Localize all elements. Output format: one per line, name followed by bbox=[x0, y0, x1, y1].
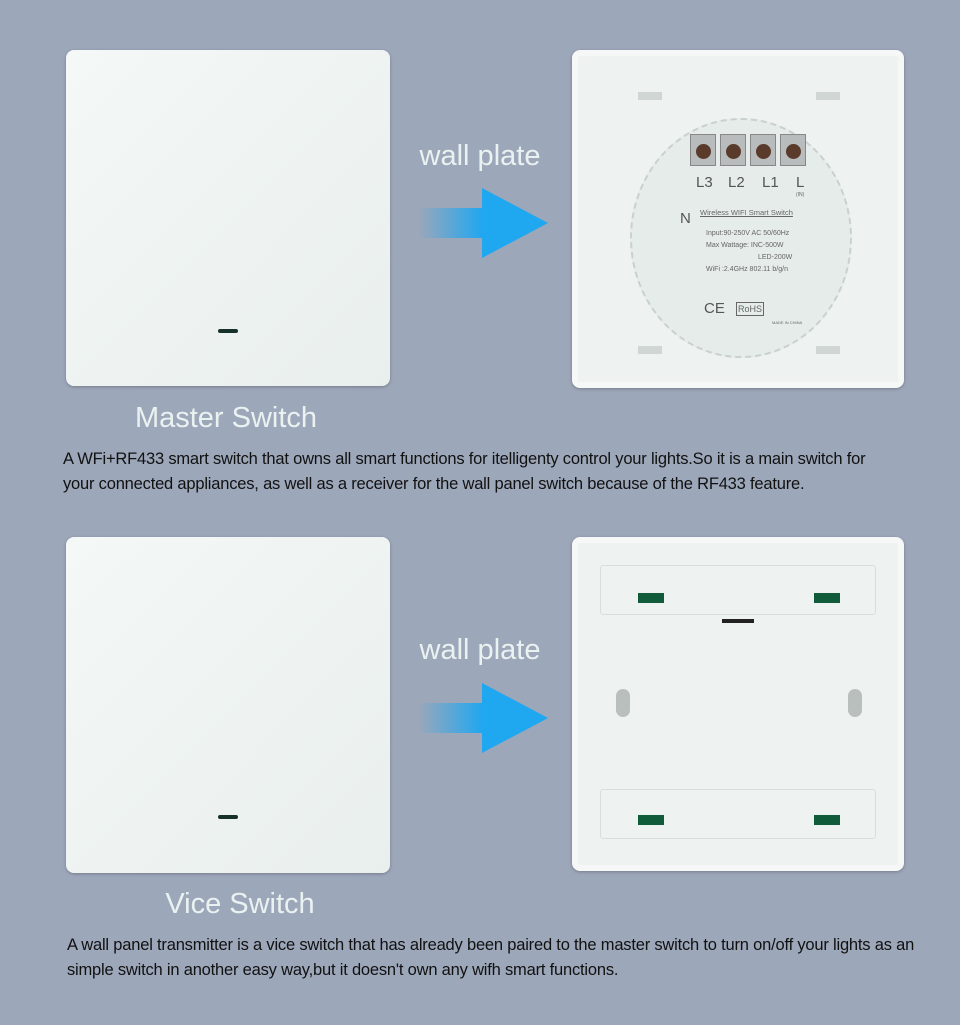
master-switch-title: Master Switch bbox=[134, 402, 318, 434]
vice-switch-description: A wall panel transmitter is a vice switc… bbox=[67, 936, 915, 979]
led-indicator bbox=[218, 815, 238, 819]
master-switch-description: A WFi+RF433 smart switch that owns all s… bbox=[63, 450, 866, 493]
arrow-label: wall plate bbox=[419, 634, 541, 666]
vice-switch-back bbox=[572, 537, 904, 871]
led-indicator bbox=[218, 329, 238, 333]
vice-switch-front bbox=[66, 537, 390, 873]
vice-switch-title: Vice Switch bbox=[165, 888, 315, 920]
master-switch-front bbox=[66, 50, 390, 386]
arrow-right-icon bbox=[418, 683, 548, 753]
arrow-right-icon bbox=[418, 188, 548, 258]
arrow-label: wall plate bbox=[419, 140, 541, 172]
master-switch-back: L3 L2 L1 L (IN) N Wireless WIFI Smart Sw… bbox=[572, 50, 904, 388]
